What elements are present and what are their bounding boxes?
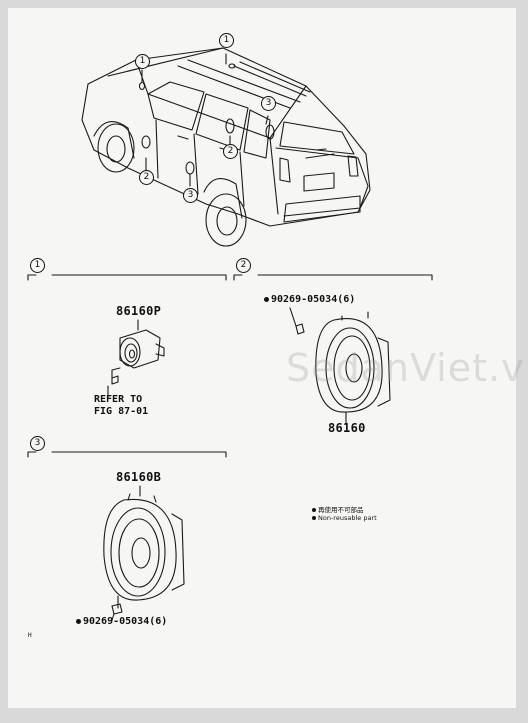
- bolt-part-number-section-3: 90269-05034(6): [76, 616, 167, 627]
- callout-2-front-door: 2: [139, 170, 154, 185]
- section-3-callout: 3: [30, 436, 45, 451]
- section-2-bracket: [233, 274, 433, 281]
- part-number-86160p: 86160P: [116, 304, 162, 318]
- legend-line-1: 再使用不可部品: [312, 504, 364, 514]
- callout-3-side: 3: [183, 188, 198, 203]
- legend-line-2: Non-reusable part: [312, 514, 377, 522]
- section-1-bracket: [27, 274, 227, 281]
- callout-1-front: 1: [135, 54, 150, 69]
- callout-2-rear-door: 2: [223, 144, 238, 159]
- bolt-number-text: 90269-05034(6): [83, 616, 168, 627]
- corner-mark: H: [28, 632, 32, 639]
- bolt-part-number-section-2: 90269-05034(6): [264, 294, 355, 305]
- vehicle-drawing: [81, 47, 371, 247]
- legend-dot-icon: [312, 508, 316, 512]
- part-number-86160: 86160: [328, 421, 366, 435]
- rear-speaker-drawing: [103, 485, 185, 621]
- section-1-callout: 1: [30, 258, 45, 273]
- callout-1-roof: 1: [219, 33, 234, 48]
- part-number-86160b: 86160B: [116, 470, 162, 484]
- refer-to-line2: FIG 87-01: [94, 406, 149, 417]
- refer-to-line1: REFER TO: [94, 394, 143, 405]
- watermark: SedanViet.vn: [286, 346, 528, 390]
- door-speaker-drawing: [289, 307, 391, 425]
- legend-text-2: Non-reusable part: [318, 514, 377, 522]
- callout-3-rear: 3: [261, 96, 276, 111]
- tweeter-drawing: [107, 319, 165, 399]
- non-reusable-dot-icon: [76, 618, 81, 624]
- legend-dot-icon: [312, 516, 316, 520]
- non-reusable-dot-icon: [264, 296, 269, 302]
- section-3-bracket: [27, 451, 227, 458]
- legend-text-1: 再使用不可部品: [318, 506, 364, 514]
- parts-diagram-page: SedanViet.vn 1 1 3 2 2 3 1 2 3 86160P RE…: [8, 8, 528, 708]
- diagram-artwork: [27, 47, 433, 621]
- bolt-number-text: 90269-05034(6): [271, 294, 356, 305]
- section-2-callout: 2: [236, 258, 251, 273]
